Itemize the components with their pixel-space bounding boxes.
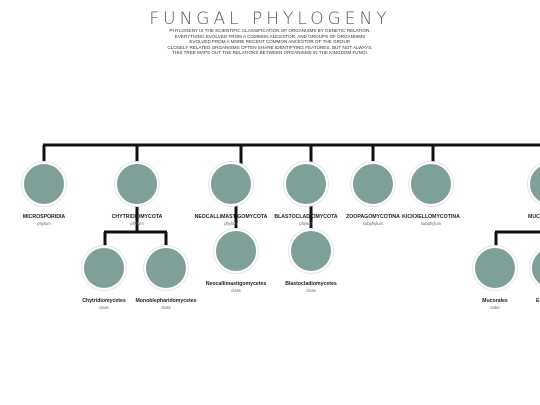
node-rank: phylum [224, 221, 238, 226]
node-name: KICKXELLOMYCOTINA [402, 214, 460, 220]
node-circle [528, 162, 540, 206]
node-rank: order [490, 305, 500, 310]
node-rank: phylum [37, 221, 51, 226]
node-rank: subphylum [420, 221, 442, 226]
description-line: THIS TREE MAPS OUT THE RELATIONS BETWEEN… [171, 50, 369, 56]
node-chytridiomycetes: Chytridiomycetes class [64, 246, 144, 310]
node-circle [409, 162, 453, 206]
node-circle [530, 246, 540, 290]
node-circle [144, 246, 188, 290]
node-circle [473, 246, 517, 290]
node-rank: class [99, 305, 109, 310]
node-name: Chytridiomycetes [82, 298, 126, 304]
node-rank: subphylum [362, 221, 384, 226]
node-kickxellomycotina: KICKXELLOMYCOTINA subphylum [391, 162, 471, 226]
page-title: FUNGAL PHYLOGENY [149, 9, 391, 29]
node-circle [115, 162, 159, 206]
node-name: MUCO [528, 214, 540, 220]
node-rank: phylum [299, 221, 313, 226]
node-chytridiomycota: CHYTRIDIOMYCOTA phylum [97, 162, 177, 226]
node-circle [284, 162, 328, 206]
node-monoblepharidomycetes: Monoblepharidomycetes class [126, 246, 206, 310]
node-circle [289, 229, 333, 273]
node-rank: class [161, 305, 171, 310]
node-blastocladiomycetes: Blastocladiomycetes class [271, 229, 351, 293]
node-neocallimastigomycetes: Neocallimastigomycetes class [196, 229, 276, 293]
node-mucorales: Mucorales order [455, 246, 535, 310]
description-line: CLOSELY RELATED ORGANISMS OFTEN SHARE ID… [167, 44, 373, 50]
node-name: Blastocladiomycetes [285, 281, 337, 287]
description: PHYLOGENY IS THE SCIENTIFIC CLASSIFICATI… [150, 28, 390, 56]
node-muco-partial: MUCO [510, 162, 540, 220]
node-circle [22, 162, 66, 206]
node-name: Mucorales [482, 298, 508, 304]
node-rank: class [231, 288, 241, 293]
node-name: CHYTRIDIOMYCOTA [111, 214, 163, 220]
node-rank: class [306, 288, 316, 293]
node-name: Monoblepharidomycetes [135, 298, 197, 304]
node-neocallimastigomycota: NEOCALLIMASTIGOMYCOTA phylum [191, 162, 271, 226]
node-zoopagomycotina: ZOOPAGOMYCOTINA subphylum [333, 162, 413, 226]
node-name: ZOOPAGOMYCOTINA [346, 214, 400, 220]
node-name: MICROSPORIDIA [22, 214, 66, 220]
description-line: EVERYTHING EVOLVED FROM A COMMON ANCESTO… [174, 33, 366, 39]
node-blastocladiomycota: BLASTOCLADIOMYCOTA phylum [266, 162, 346, 226]
description-line: EVOLVED FROM A MORE RECENT COMMON ANCEST… [189, 39, 351, 45]
node-circle [351, 162, 395, 206]
node-circle [82, 246, 126, 290]
node-rank: phylum [130, 221, 144, 226]
node-circle [209, 162, 253, 206]
description-line: PHYLOGENY IS THE SCIENTIFIC CLASSIFICATI… [169, 28, 371, 33]
node-name: NEOCALLIMASTIGOMYCOTA [194, 214, 268, 220]
node-circle [214, 229, 258, 273]
node-name: BLASTOCLADIOMYCOTA [274, 214, 338, 220]
node-name: E [536, 298, 540, 304]
node-partial-right: E [516, 246, 540, 304]
node-microsporidia: MICROSPORIDIA phylum [4, 162, 84, 226]
node-name: Neocallimastigomycetes [205, 281, 267, 287]
